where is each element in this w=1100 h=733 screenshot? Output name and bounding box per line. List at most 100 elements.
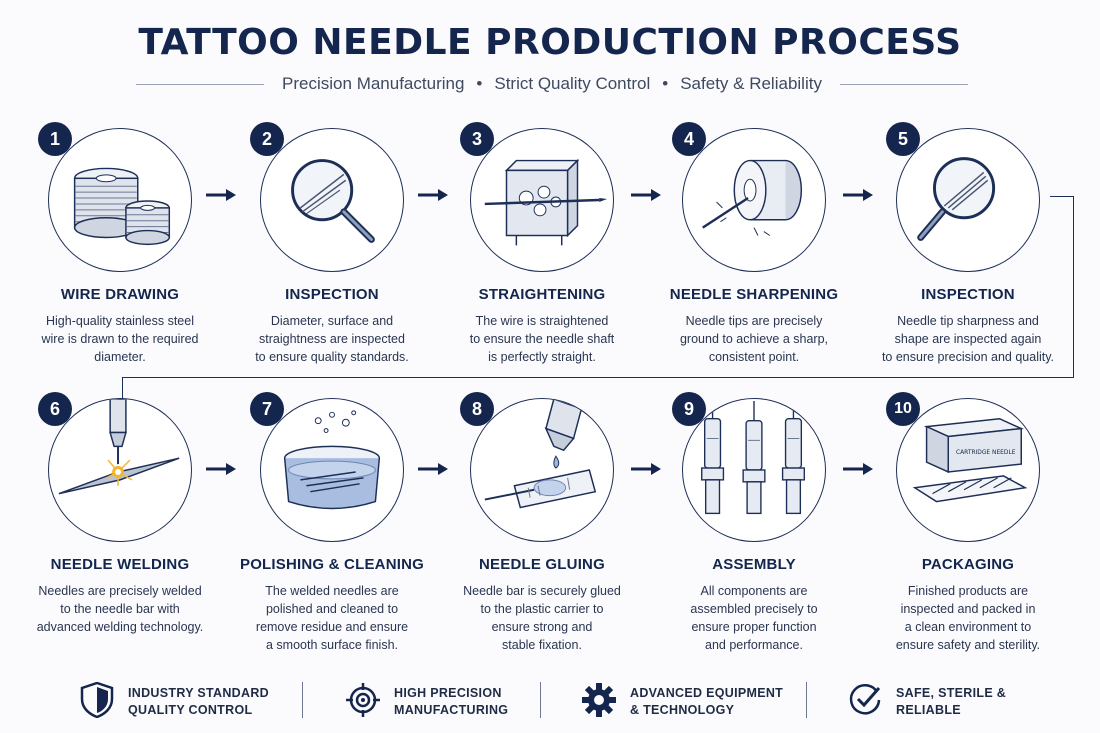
flow-arrow-icon bbox=[843, 189, 873, 201]
step-description-line: Needle bar is securely glued bbox=[463, 584, 621, 598]
step-description-line: polished and cleaned to bbox=[265, 602, 399, 616]
feature-label: HIGH PRECISION bbox=[394, 686, 502, 700]
straightening-machine-illustration bbox=[470, 128, 614, 272]
magnifying-glass-icon bbox=[917, 157, 996, 241]
feature-label: INDUSTRY STANDARD bbox=[128, 686, 269, 700]
subtitle-separator: • bbox=[662, 74, 669, 93]
step-description-line: High-quality stainless steel bbox=[46, 314, 194, 328]
flow-arrow-icon bbox=[418, 189, 448, 201]
subtitle-separator: • bbox=[476, 74, 483, 93]
step-number-badge: 10 bbox=[886, 392, 920, 426]
feature-label: MANUFACTURING bbox=[394, 703, 509, 717]
step-description: High-quality stainless steel wire is dra… bbox=[20, 312, 220, 366]
step-description-line: The welded needles are bbox=[265, 584, 399, 598]
step-description-line: to the plastic carrier to bbox=[480, 602, 604, 616]
step-description-line: consistent point. bbox=[708, 350, 800, 364]
row-connector-left bbox=[122, 377, 123, 399]
flow-arrow-icon bbox=[206, 189, 236, 201]
step-description-line: Needle tips are precisely bbox=[685, 314, 823, 328]
step-description-line: and performance. bbox=[705, 638, 803, 652]
subtitle-item-quality: Strict Quality Control bbox=[494, 74, 651, 93]
step-description-line: The wire is straightened bbox=[475, 314, 609, 328]
subtitle-item-precision: Precision Manufacturing bbox=[282, 74, 465, 93]
step-description: Diameter, surface and straightness are i… bbox=[232, 312, 432, 366]
flow-arrow-icon bbox=[418, 463, 448, 475]
grinding-wheel-icon bbox=[702, 159, 803, 236]
straightening-machine-icon bbox=[484, 158, 608, 246]
step-title: ASSEMBLY bbox=[712, 556, 796, 573]
packaging-box-illustration: CARTRIDGE NEEDLE bbox=[896, 398, 1040, 542]
step-description-line: Needle tip sharpness and bbox=[897, 314, 1039, 328]
step-description-line: remove residue and ensure bbox=[255, 620, 409, 634]
row-connector-right bbox=[1050, 196, 1074, 378]
step-title: NEEDLE WELDING bbox=[50, 556, 190, 573]
flow-arrow-icon bbox=[206, 463, 236, 475]
step-description-line: diameter. bbox=[94, 350, 146, 364]
shield-icon bbox=[80, 682, 114, 718]
step-number-badge: 2 bbox=[250, 122, 284, 156]
step-number-badge: 5 bbox=[886, 122, 920, 156]
feature-divider bbox=[806, 682, 807, 718]
flow-arrow-icon bbox=[843, 463, 873, 475]
page-title: TATTOO NEEDLE PRODUCTION PROCESS bbox=[138, 22, 962, 63]
step-description-line: All components are bbox=[700, 584, 808, 598]
step-number-badge: 8 bbox=[460, 392, 494, 426]
step-description: All components are assembled precisely t… bbox=[654, 582, 854, 654]
step-description: Finished products are inspected and pack… bbox=[868, 582, 1068, 654]
feature-label: ADVANCED EQUIPMENT bbox=[630, 686, 784, 700]
step-description-line: a clean environment to bbox=[904, 620, 1032, 634]
feature-label: QUALITY CONTROL bbox=[128, 703, 253, 717]
step-description-line: shape are inspected again bbox=[894, 332, 1042, 346]
gear-icon bbox=[582, 683, 616, 717]
step-number-badge: 4 bbox=[672, 122, 706, 156]
step-description-line: inspected and packed in bbox=[900, 602, 1036, 616]
packaging-box-label: CARTRIDGE NEEDLE bbox=[956, 450, 1016, 456]
step-description-line: Diameter, surface and bbox=[270, 314, 394, 328]
step-number-badge: 6 bbox=[38, 392, 72, 426]
magnifying-glass-icon bbox=[291, 159, 375, 243]
feature-label: SAFE, STERILE & bbox=[896, 686, 1007, 700]
step-description: Needle bar is securely glued to the plas… bbox=[442, 582, 642, 654]
grinding-wheel-illustration bbox=[682, 128, 826, 272]
step-description-line: stable fixation. bbox=[502, 638, 582, 652]
step-description-line: wire is drawn to the required bbox=[41, 332, 199, 346]
check-circle-icon bbox=[849, 684, 881, 715]
step-description: The wire is straightened to ensure the n… bbox=[442, 312, 642, 366]
needle-cartridge-icon bbox=[701, 400, 805, 515]
step-title: POLISHING & CLEANING bbox=[239, 556, 424, 573]
cartridge-assembly-illustration bbox=[682, 398, 826, 542]
subtitle-divider-right bbox=[840, 84, 968, 85]
row-connector-bottom bbox=[122, 377, 1052, 378]
target-icon bbox=[346, 683, 380, 717]
magnifier-needle-tip-illustration bbox=[896, 128, 1040, 272]
subtitle: Precision Manufacturing • Strict Quality C… bbox=[264, 74, 840, 94]
magnifier-wire-illustration bbox=[260, 128, 404, 272]
step-description-line: advanced welding technology. bbox=[36, 620, 204, 634]
wire-spool-illustration bbox=[48, 128, 192, 272]
welding-torch-icon bbox=[58, 399, 180, 495]
step-description-line: a smooth surface finish. bbox=[265, 638, 398, 652]
step-description-line: ensure strong and bbox=[491, 620, 593, 634]
step-title: INSPECTION bbox=[921, 286, 1015, 303]
ultrasonic-bath-icon bbox=[283, 410, 381, 510]
step-description-line: ensure proper function bbox=[691, 620, 817, 634]
step-title: WIRE DRAWING bbox=[60, 286, 180, 303]
subtitle-row: Precision Manufacturing • Strict Quality C… bbox=[0, 70, 1100, 98]
step-title: INSPECTION bbox=[285, 286, 379, 303]
cleaning-bath-illustration bbox=[260, 398, 404, 542]
step-title: NEEDLE GLUING bbox=[479, 556, 605, 573]
packaging-box-icon: CARTRIDGE NEEDLE bbox=[912, 417, 1028, 503]
step-description: Needles are precisely welded to the need… bbox=[20, 582, 220, 636]
step-description-line: is perfectly straight. bbox=[488, 350, 596, 364]
step-description-line: ensure safety and sterility. bbox=[895, 638, 1041, 652]
step-title: PACKAGING bbox=[921, 556, 1015, 573]
flow-arrow-icon bbox=[631, 463, 661, 475]
step-description: Needle tip sharpness and shape are inspe… bbox=[868, 312, 1068, 366]
flow-arrow-icon bbox=[631, 189, 661, 201]
welding-illustration bbox=[48, 398, 192, 542]
step-number-badge: 1 bbox=[38, 122, 72, 156]
feature-divider bbox=[302, 682, 303, 718]
step-description-line: assembled precisely to bbox=[690, 602, 818, 616]
feature-label: & TECHNOLOGY bbox=[630, 703, 735, 717]
step-number-badge: 3 bbox=[460, 122, 494, 156]
